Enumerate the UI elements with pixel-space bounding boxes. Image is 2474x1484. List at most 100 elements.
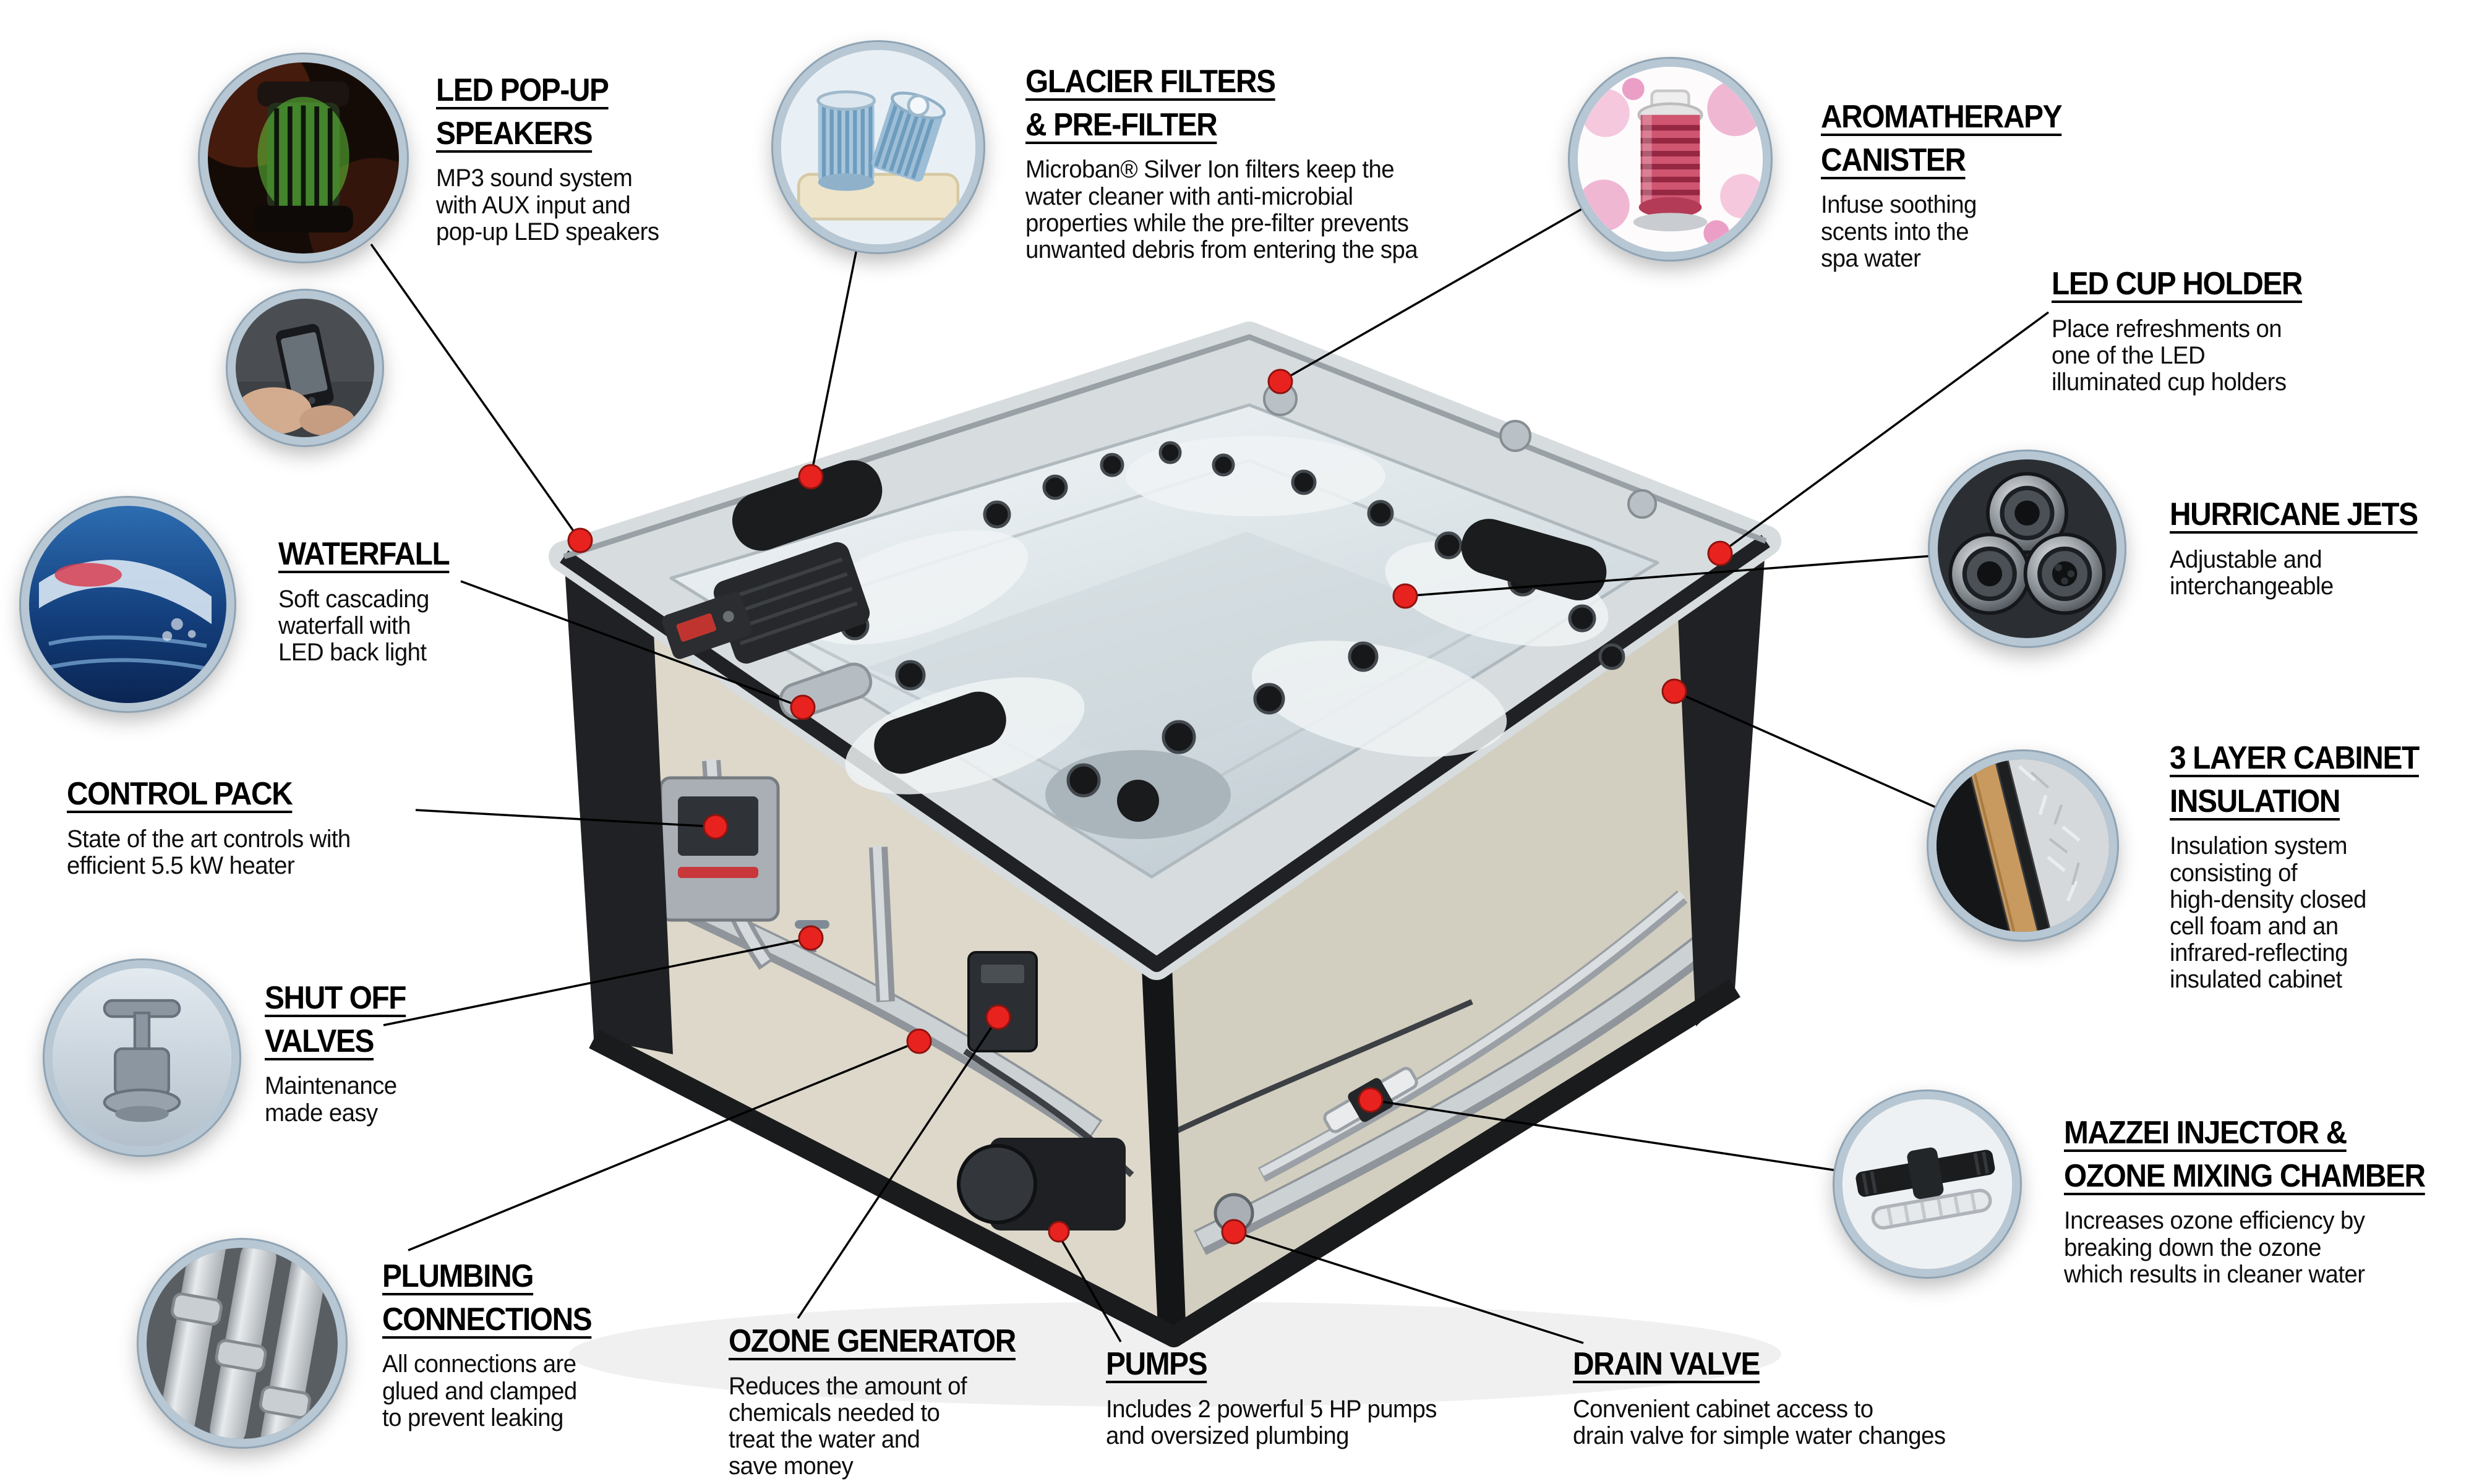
line-plumbing: [408, 1040, 920, 1252]
callout-control-pack-title: CONTROL PACK: [67, 776, 293, 812]
callout-waterfall-title: WATERFALL: [278, 536, 450, 572]
callout-glacier-filters-title: GLACIER FILTERS & PRE-FILTER: [1025, 64, 1276, 143]
callout-waterfall-body: Soft cascading waterfall with LED back l…: [278, 585, 429, 667]
line-waterfall: [460, 580, 803, 709]
callout-drain-valve: DRAIN VALVE Convenient cabinet access to…: [1573, 1343, 2055, 1449]
line-pumps: [1058, 1235, 1122, 1342]
cabinet-corner-right: [1677, 541, 1766, 1026]
aromatherapy-illustration: [1578, 67, 1763, 252]
callout-aromatherapy-title: AROMATHERAPY CANISTER: [1821, 99, 2063, 178]
callout-mazzei-body: Increases ozone efficiency by breaking d…: [2064, 1207, 2365, 1288]
callout-led-speakers: LED POP-UP SPEAKERS MP3 sound system wit…: [436, 69, 807, 245]
callout-ozone-generator-title: OZONE GENERATOR: [729, 1323, 1016, 1359]
cabinet-front-post: [1141, 953, 1186, 1339]
cup-holder: [1499, 420, 1531, 452]
callout-plumbing: PLUMBING CONNECTIONS All connections are…: [382, 1255, 704, 1431]
glacier-filters-illustration: [781, 50, 975, 244]
line-aromatherapy: [1280, 207, 1585, 383]
callout-aromatherapy-body: Infuse soothing scents into the spa wate…: [1821, 191, 1977, 272]
callout-drain-valve-body: Convenient cabinet access to drain valve…: [1573, 1395, 1946, 1449]
dot-control-pack: [703, 814, 729, 840]
dot-pumps: [1048, 1221, 1070, 1243]
dot-shut-off: [798, 925, 824, 951]
topside-control-panel: [662, 592, 752, 659]
cabinet-bottom-edge: [589, 979, 1740, 1347]
aromatherapy-photo: [1570, 59, 1771, 260]
callout-lines: [370, 207, 2050, 1344]
callout-glacier-filters: GLACIER FILTERS & PRE-FILTER Microban® S…: [1025, 61, 1533, 263]
callout-hurricane-jets-body: Adjustable and interchangeable: [2170, 545, 2334, 600]
shut-off-valve-illustration: [53, 968, 231, 1147]
dot-cup-holder: [1707, 540, 1733, 566]
callout-drain-valve-title: DRAIN VALVE: [1573, 1346, 1760, 1382]
callout-led-speakers-body: MP3 sound system with AUX input and pop-…: [436, 164, 659, 245]
line-ozone-generator: [797, 1017, 999, 1319]
callout-waterfall: WATERFALL Soft cascading waterfall with …: [278, 533, 538, 666]
dot-ozone-generator: [985, 1004, 1011, 1030]
dot-glacier-filters: [798, 464, 824, 490]
line-glacier-filters: [810, 249, 858, 477]
plumbing-photo: [139, 1240, 346, 1447]
callout-shut-off-title: SHUT OFF VALVES: [265, 980, 407, 1059]
hurricane-jets-illustration: [1938, 459, 2117, 638]
callout-led-speakers-title: LED POP-UP SPEAKERS: [436, 72, 609, 151]
dot-aromatherapy: [1267, 369, 1293, 394]
headrest-pillow: [732, 460, 883, 551]
callout-pumps-body: Includes 2 powerful 5 HP pumps and overs…: [1106, 1395, 1437, 1449]
callout-mazzei: MAZZEI INJECTOR & OZONE MIXING CHAMBER I…: [2064, 1112, 2466, 1288]
glacier-filters-photo: [773, 42, 983, 252]
line-control-pack: [415, 809, 716, 828]
callout-cup-holder-body: Place refreshments on one of the LED ill…: [2052, 315, 2287, 396]
callout-insulation: 3 LAYER CABINET INSULATION Insulation sy…: [2170, 737, 2467, 993]
line-led-speakers: [370, 243, 581, 542]
callout-ozone-generator-body: Reduces the amount of chemicals needed t…: [729, 1372, 967, 1480]
speaker-grille: [713, 542, 870, 664]
dot-insulation: [1661, 678, 1687, 704]
dot-drain-valve: [1221, 1219, 1247, 1245]
callout-control-pack-body: State of the art controls with efficient…: [67, 825, 351, 879]
callout-cup-holder: LED CUP HOLDER Place refreshments on one…: [2052, 263, 2435, 396]
shut-off-valve-photo: [45, 960, 239, 1155]
led-speaker-photo: [200, 54, 407, 262]
ground-shadow: [569, 1302, 1781, 1407]
cup-holder: [1627, 489, 1657, 519]
hurricane-jets-photo: [1930, 451, 2125, 646]
dot-hurricane-jets: [1392, 583, 1418, 609]
dot-plumbing: [906, 1028, 932, 1054]
dot-mazzei: [1358, 1087, 1384, 1113]
waterfall-illustration: [29, 506, 226, 703]
callout-aromatherapy: AROMATHERAPY CANISTER Infuse soothing sc…: [1821, 96, 2167, 272]
led-speaker-illustration: [208, 62, 399, 254]
callout-insulation-body: Insulation system consisting of high-den…: [2170, 832, 2366, 994]
cabinet-corner-left: [564, 556, 673, 1054]
line-insulation: [1674, 690, 1938, 809]
headrest-pillow: [874, 691, 1006, 774]
callout-hurricane-jets: HURRICANE JETS Adjustable and interchang…: [2170, 493, 2467, 600]
cabinet-insulation-photo: [1928, 751, 2117, 940]
dot-led-speakers: [567, 527, 593, 553]
callout-shut-off-body: Maintenance made easy: [265, 1072, 397, 1127]
callout-shut-off: SHUT OFF VALVES Maintenance made easy: [265, 977, 524, 1127]
callout-plumbing-title: PLUMBING CONNECTIONS: [382, 1258, 593, 1337]
callout-plumbing-body: All connections are glued and clamped to…: [382, 1350, 577, 1431]
callout-glacier-filters-body: Microban® Silver Ion filters keep the wa…: [1025, 156, 1418, 263]
callout-control-pack: CONTROL PACK State of the art controls w…: [67, 773, 450, 879]
callout-insulation-title: 3 LAYER CABINET INSULATION: [2170, 740, 2420, 819]
callout-cup-holder-title: LED CUP HOLDER: [2052, 266, 2303, 302]
line-drain-valve: [1233, 1230, 1584, 1344]
waterfall-photo: [21, 498, 234, 711]
line-hurricane-jets: [1405, 555, 1933, 597]
plumbing-illustration: [147, 1248, 338, 1439]
line-shut-off: [383, 937, 811, 1026]
mazzei-injector-illustration: [1843, 1099, 2012, 1269]
line-cup-holder: [1719, 311, 2050, 555]
cabinet-insulation-illustration: [1937, 759, 2109, 932]
callout-pumps-title: PUMPS: [1106, 1346, 1208, 1382]
callout-dots: [567, 369, 1733, 1245]
headrest-pillow: [1461, 519, 1607, 600]
callout-ozone-generator: OZONE GENERATOR Reduces the amount of ch…: [729, 1320, 1075, 1480]
mp3-phone-illustration: [236, 299, 374, 437]
callout-hurricane-jets-title: HURRICANE JETS: [2170, 497, 2418, 532]
